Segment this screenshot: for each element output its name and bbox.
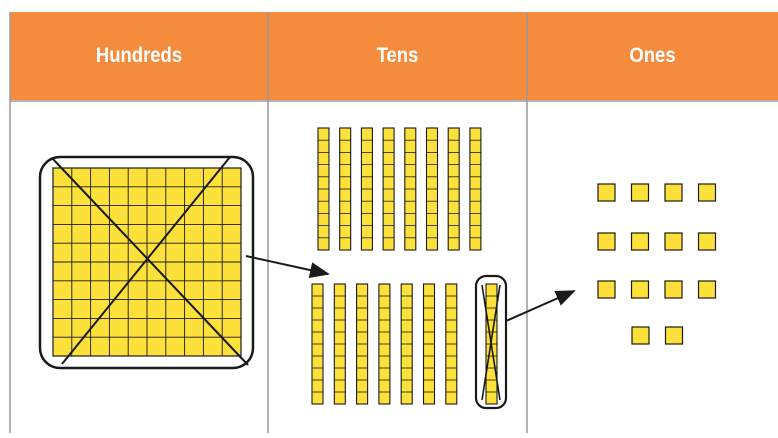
one-cube (664, 326, 684, 345)
one-cube (630, 232, 650, 251)
ones-layer (597, 183, 717, 345)
header-tens: Tens (376, 44, 419, 67)
one-cube (664, 280, 683, 299)
arrow-layer (245, 255, 576, 322)
ten-rod (382, 127, 395, 251)
ten-rod (469, 127, 482, 251)
ten-rod (400, 283, 413, 405)
header-hundreds: Hundreds (95, 44, 183, 67)
one-cube (630, 183, 650, 202)
ten-rod (317, 127, 330, 251)
one-cube (597, 232, 616, 251)
one-cube (631, 326, 650, 345)
header-band (10, 12, 778, 100)
arrow-tens-to-ones (505, 290, 576, 322)
one-cube (697, 183, 717, 202)
hundreds-cross-out-line (61, 156, 231, 365)
arrow-hundreds-to-tens (245, 255, 330, 278)
ten-rod (333, 283, 346, 405)
one-cube (697, 232, 717, 251)
hundreds-circle (38, 155, 255, 370)
hundreds-cross-out-line (51, 157, 249, 366)
ten-rod (360, 127, 373, 251)
one-cube (664, 232, 683, 251)
ten-rod (445, 283, 458, 405)
tens-cross-out-line (481, 284, 501, 401)
tens-layer (311, 127, 508, 410)
one-cube (597, 183, 616, 202)
ten-rod (356, 283, 369, 405)
ten-rod (422, 283, 436, 405)
one-cube (664, 183, 683, 202)
ten-rod (378, 283, 391, 405)
ten-rod (311, 283, 324, 405)
ten-rod (447, 127, 460, 251)
one-cube (597, 280, 616, 299)
one-cube (630, 280, 650, 299)
ten-rod (404, 127, 417, 251)
ten-rod (339, 127, 352, 251)
header-ones: Ones (629, 44, 676, 67)
ten-rod (425, 127, 439, 251)
tens-circle (474, 274, 508, 410)
one-cube (697, 280, 717, 299)
hundreds-layer (38, 155, 255, 370)
